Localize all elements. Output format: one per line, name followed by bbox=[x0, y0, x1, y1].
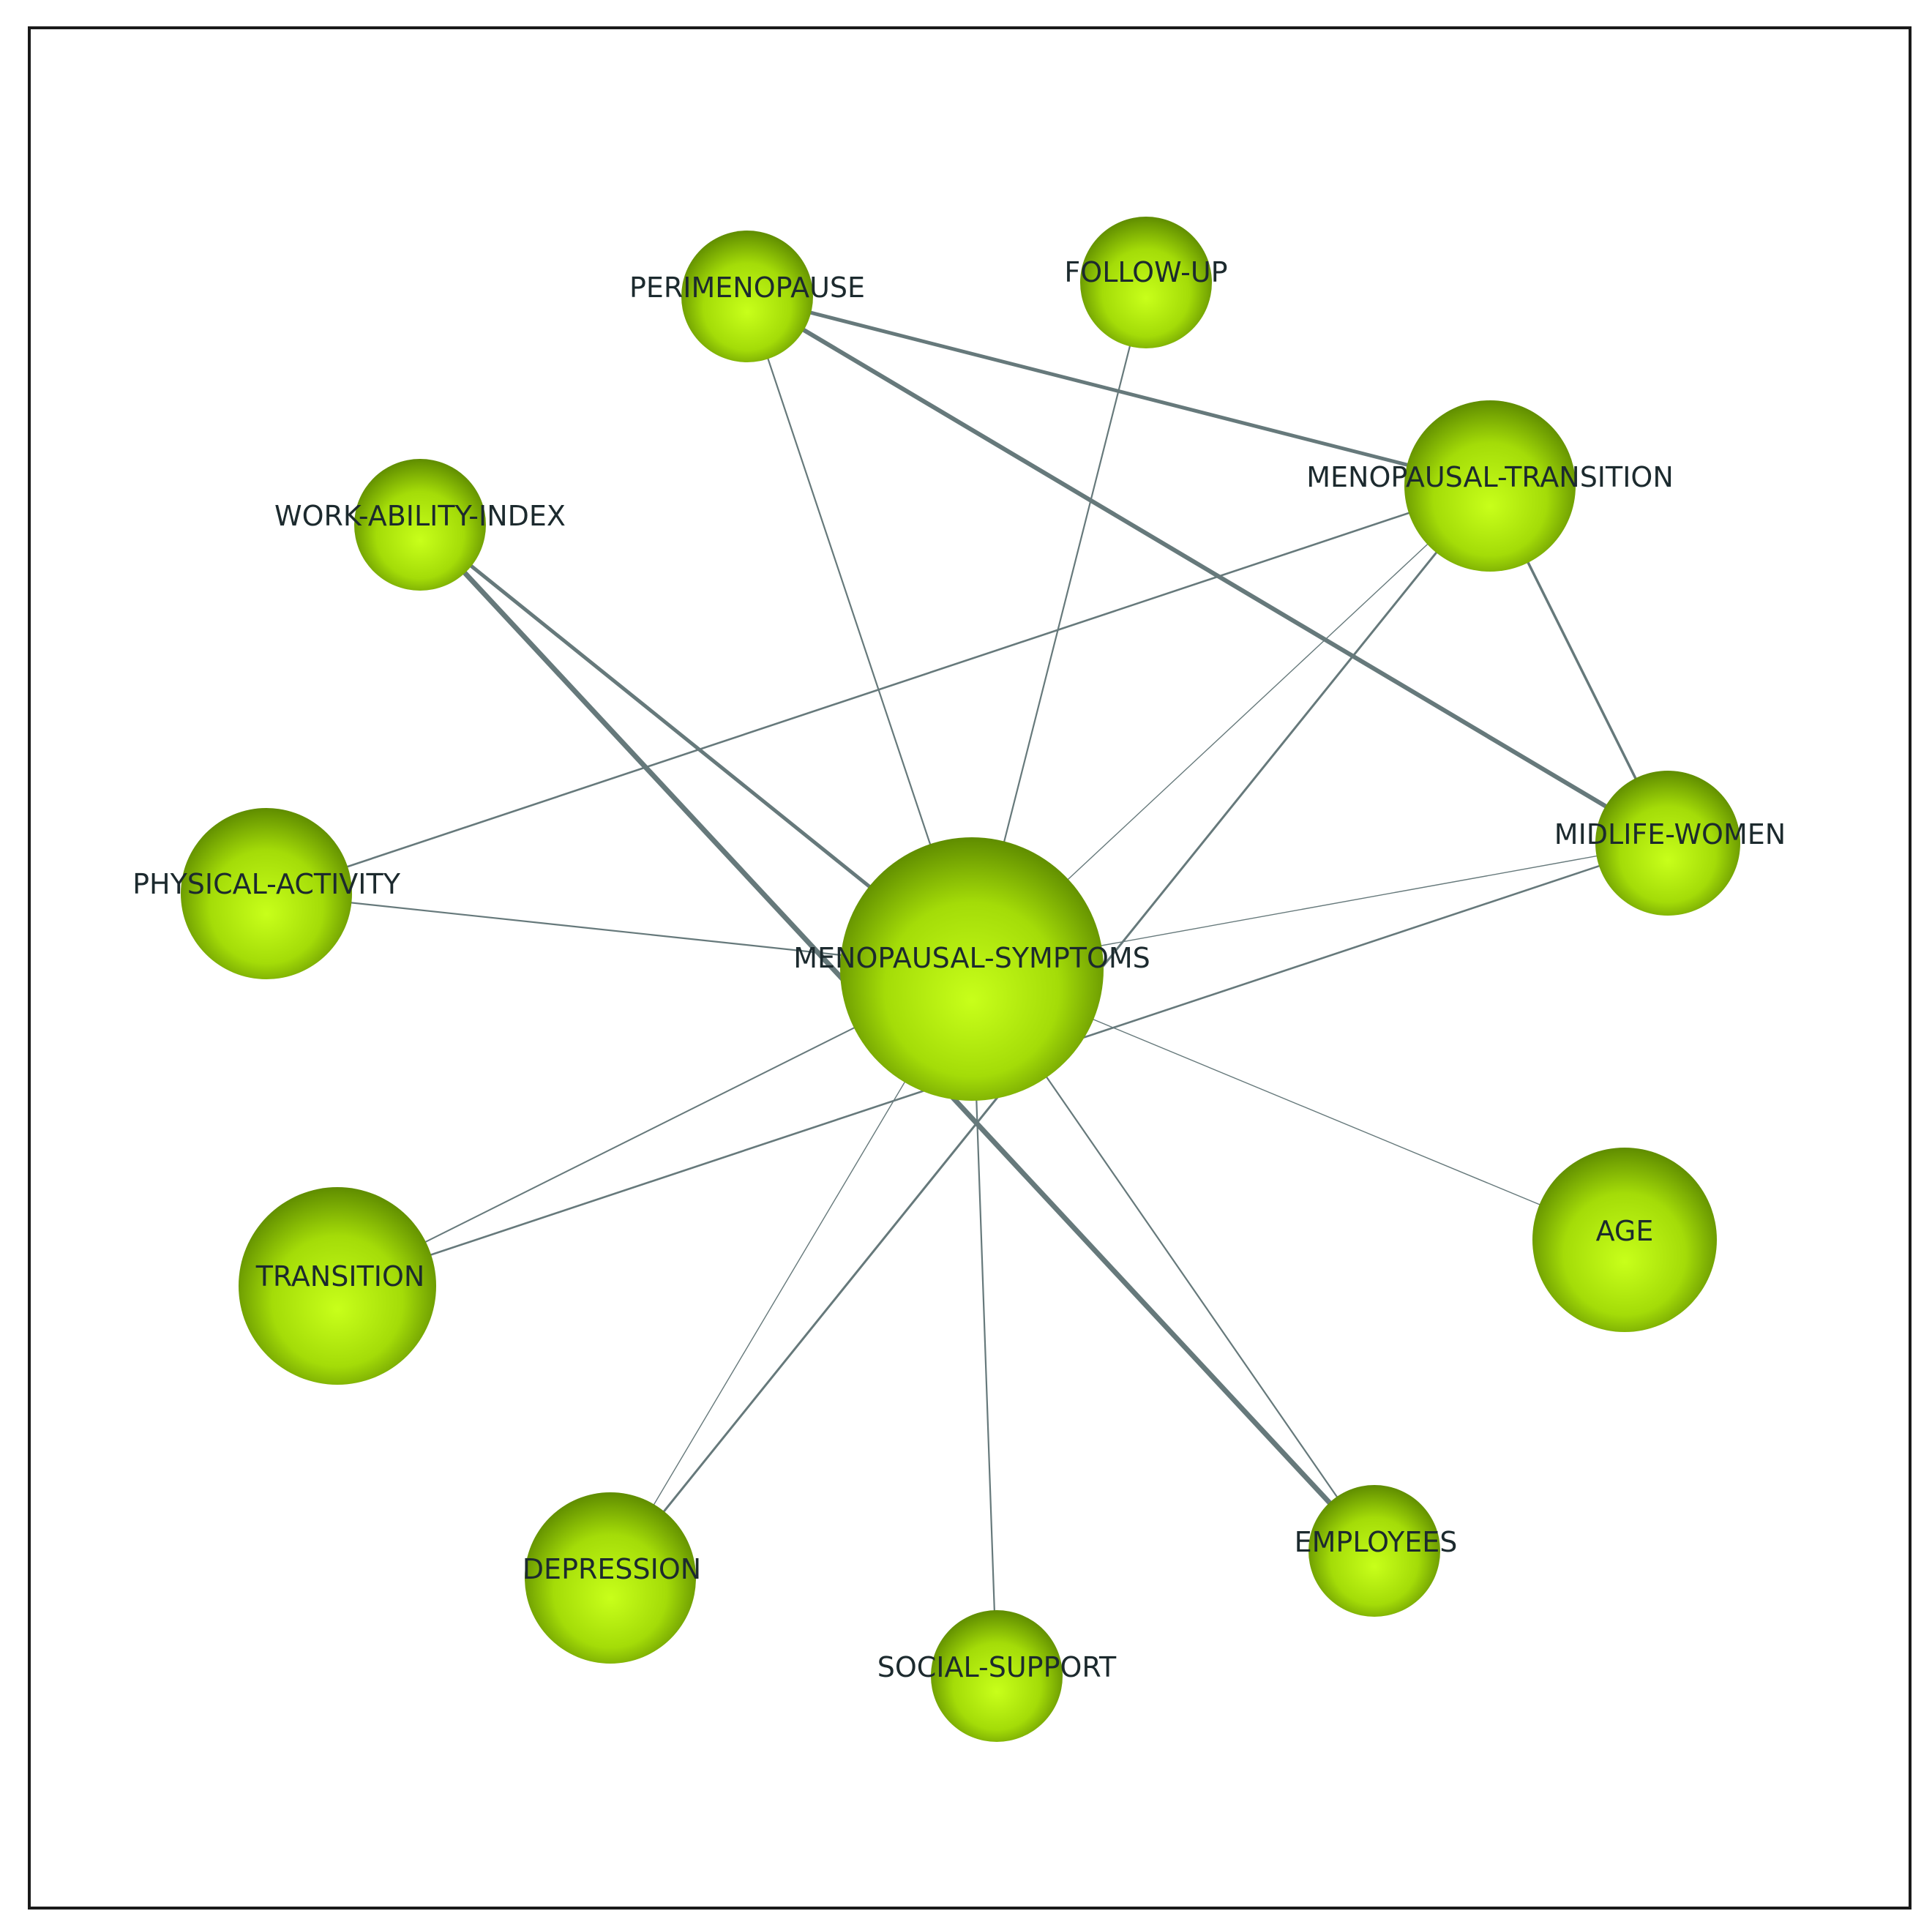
node-label-follow-up: FOLLOW-UP bbox=[1064, 256, 1227, 288]
node-label-physical-activity: PHYSICAL-ACTIVITY bbox=[132, 868, 401, 900]
node-label-midlife-women: MIDLIFE-WOMEN bbox=[1554, 818, 1786, 850]
node-label-depression: DEPRESSION bbox=[523, 1553, 701, 1585]
node-label-work-ability-index: WORK-ABILITY-INDEX bbox=[274, 500, 566, 532]
node-transition[interactable] bbox=[239, 1187, 436, 1385]
labels-layer: MENOPAUSAL-SYMPTOMS PERIMENOPAUSE FOLLOW-U… bbox=[132, 256, 1786, 1683]
node-label-menopausal-symptoms: MENOPAUSAL-SYMPTOMS bbox=[793, 942, 1150, 974]
edge-perimenopause-midlife-women bbox=[745, 294, 1670, 845]
node-social-support[interactable] bbox=[931, 1610, 1063, 1742]
node-follow-up[interactable] bbox=[1080, 217, 1212, 348]
node-label-age: AGE bbox=[1596, 1215, 1654, 1247]
node-employees[interactable] bbox=[1308, 1485, 1440, 1617]
node-label-menopausal-transition: MENOPAUSAL-TRANSITION bbox=[1306, 461, 1674, 493]
node-perimenopause[interactable] bbox=[681, 231, 813, 362]
node-menopausal-transition[interactable] bbox=[1404, 400, 1576, 572]
edge-physical-activity-menopausal-transition bbox=[265, 485, 1491, 895]
node-depression[interactable] bbox=[525, 1492, 696, 1664]
node-label-perimenopause: PERIMENOPAUSE bbox=[629, 272, 865, 304]
node-label-social-support: SOCIAL-SUPPORT bbox=[877, 1651, 1117, 1683]
node-midlife-women[interactable] bbox=[1595, 771, 1740, 916]
node-age[interactable] bbox=[1532, 1148, 1717, 1332]
node-label-transition: TRANSITION bbox=[255, 1260, 425, 1293]
diagram-frame bbox=[28, 26, 1912, 1910]
node-physical-activity[interactable] bbox=[181, 808, 352, 979]
edge-perimenopause-menopausal-transition bbox=[745, 294, 1492, 488]
node-work-ability-index[interactable] bbox=[354, 459, 486, 591]
nodes-layer bbox=[181, 217, 1740, 1742]
node-label-employees: EMPLOYEES bbox=[1295, 1526, 1458, 1558]
node-menopausal-symptoms[interactable] bbox=[840, 837, 1104, 1101]
